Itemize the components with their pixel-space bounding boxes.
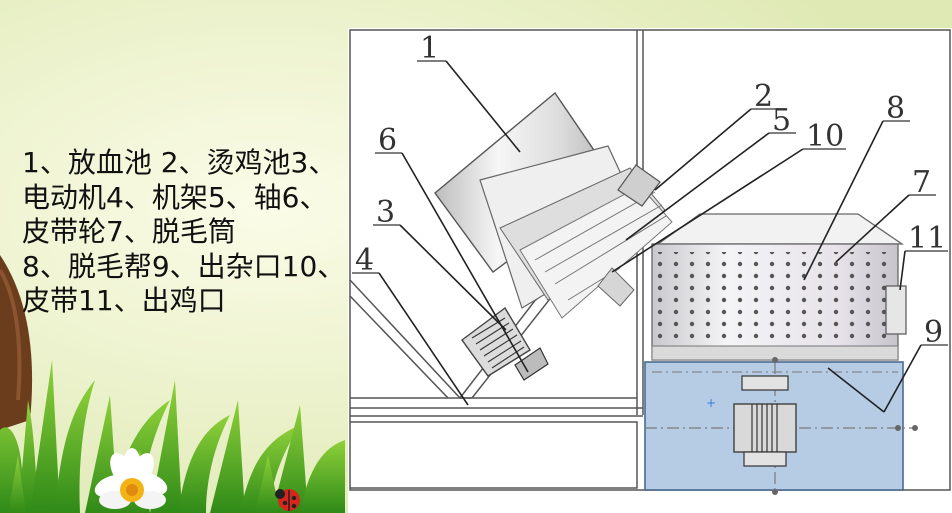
motor-and-pulley	[461, 306, 549, 381]
tree-trunk-decoration	[0, 255, 33, 430]
component-legend: 1、放血池 2、烫鸡池3、电动机4、机架5、轴6、皮带轮7、脱毛筒 8、脱毛帮9…	[22, 146, 352, 319]
callout-4: 4	[352, 243, 469, 406]
tilted-tank-assembly	[434, 91, 673, 319]
callout-label-6: 6	[378, 123, 397, 158]
callout-6: 6	[375, 123, 529, 373]
callout-label-2: 2	[754, 79, 773, 114]
callout-1: 1	[417, 31, 521, 153]
callout-label-9: 9	[924, 315, 943, 350]
ladybug-decoration	[275, 489, 300, 511]
drum-motor	[733, 375, 797, 467]
callout-8: 8	[803, 91, 910, 281]
svg-text:+: +	[706, 396, 716, 410]
callout-label-3: 3	[376, 195, 395, 230]
callout-label-10: 10	[806, 119, 844, 154]
legend-line-2: 8、脱毛帮9、出杂口10、皮带11、出鸡口	[22, 249, 346, 318]
chicken-outlet	[885, 285, 907, 335]
flower-decoration	[94, 448, 168, 509]
callout-label-7: 7	[912, 165, 931, 200]
legend-line-1: 1、放血池 2、烫鸡池3、电动机4、机架5、轴6、皮带轮7、脱毛筒	[22, 146, 337, 248]
belt-pulley	[514, 347, 549, 381]
callout-label-4: 4	[355, 243, 374, 278]
callout-label-11: 11	[908, 221, 946, 256]
callout-11: 11	[899, 221, 948, 291]
callout-label-5: 5	[772, 103, 791, 138]
callout-label-1: 1	[420, 31, 439, 66]
callout-2: 2	[654, 79, 778, 191]
callout-label-8: 8	[886, 91, 905, 126]
callout-3: 3	[373, 195, 507, 331]
machine-drawing: + 1 2 5	[348, 28, 952, 513]
callout-10: 10	[611, 119, 846, 273]
electric-motor	[461, 306, 531, 377]
callout-9: 9	[827, 315, 948, 413]
callout-7: 7	[835, 165, 936, 263]
callout-5: 5	[625, 103, 796, 241]
defeathering-drum	[651, 213, 907, 361]
